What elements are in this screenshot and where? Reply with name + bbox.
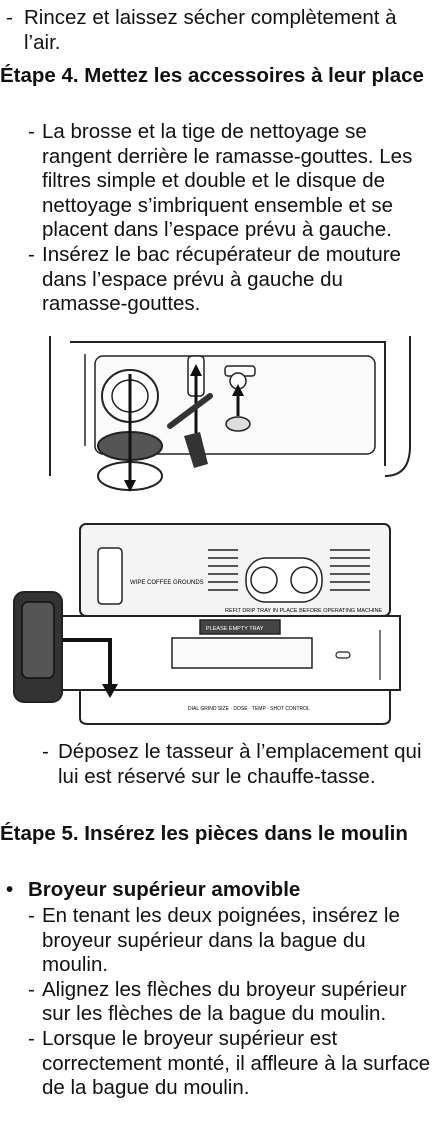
step5-item-1: En tenant les deux poignées, insérez le … <box>42 904 400 977</box>
step5-bullet-text: Broyeur supérieur amovible <box>28 878 301 901</box>
accessories-illustration <box>49 336 411 492</box>
step4-item-1: La brosse et la tige de nettoyage se ran… <box>42 120 413 242</box>
step4-item-2: Insérez le bac récupérateur de mouture d… <box>42 242 401 316</box>
step5-item-2: Alignez les flèches du broyeur supérieur… <box>42 977 407 1026</box>
step5-heading: Étape 5. Insérez les pièces dans le moul… <box>0 822 408 845</box>
wipe-label: WIPE COFFEE GROUNDS <box>130 580 204 586</box>
after-figure-list: - Déposez le tasseur à l’emplacement qui… <box>0 740 432 789</box>
intro-item: - Rincez et laissez sécher complètement … <box>6 6 397 54</box>
list-item: - En tenant les deux poignées, insérez l… <box>28 904 400 977</box>
drip-tray-illustration: WIPE COFFEE GROUNDS REFIT DRIP TRAY IN P… <box>13 523 401 725</box>
step5-item-3: Lorsque le broyeur supérieur est correct… <box>42 1026 431 1100</box>
step4-list: - La brosse et la tige de nettoyage se r… <box>0 120 432 317</box>
list-item: - La brosse et la tige de nettoyage se r… <box>28 120 413 242</box>
refit-label: REFIT DRIP TRAY IN PLACE BEFORE OPERATIN… <box>225 608 382 614</box>
list-item: - Déposez le tasseur à l’emplacement qui… <box>42 740 422 788</box>
list-item: - Lorsque le broyeur supérieur est corre… <box>28 1026 431 1100</box>
list-item: - Insérez le bac récupérateur de mouture… <box>28 242 401 316</box>
empty-tray-label: PLEASE EMPTY TRAY <box>206 626 264 632</box>
step5-bullet: • Broyeur supérieur amovible <box>6 878 301 901</box>
list-item: - Alignez les flèches du broyeur supérie… <box>28 977 407 1026</box>
step4-heading: Étape 4. Mettez les accessoires à leur p… <box>0 64 424 87</box>
intro-text: Rincez et laissez sécher complètement à … <box>24 6 397 54</box>
figure-drip-tray: WIPE COFFEE GROUNDS REFIT DRIP TRAY IN P… <box>0 520 432 726</box>
figure-accessories-storage <box>0 336 432 496</box>
bottom-label: DIAL GRIND SIZE · DOSE · TEMP · SHOT CON… <box>188 706 310 712</box>
step5-list: - En tenant les deux poignées, insérez l… <box>0 904 432 1101</box>
after-figure-item: Déposez le tasseur à l’emplacement qui l… <box>58 740 422 788</box>
